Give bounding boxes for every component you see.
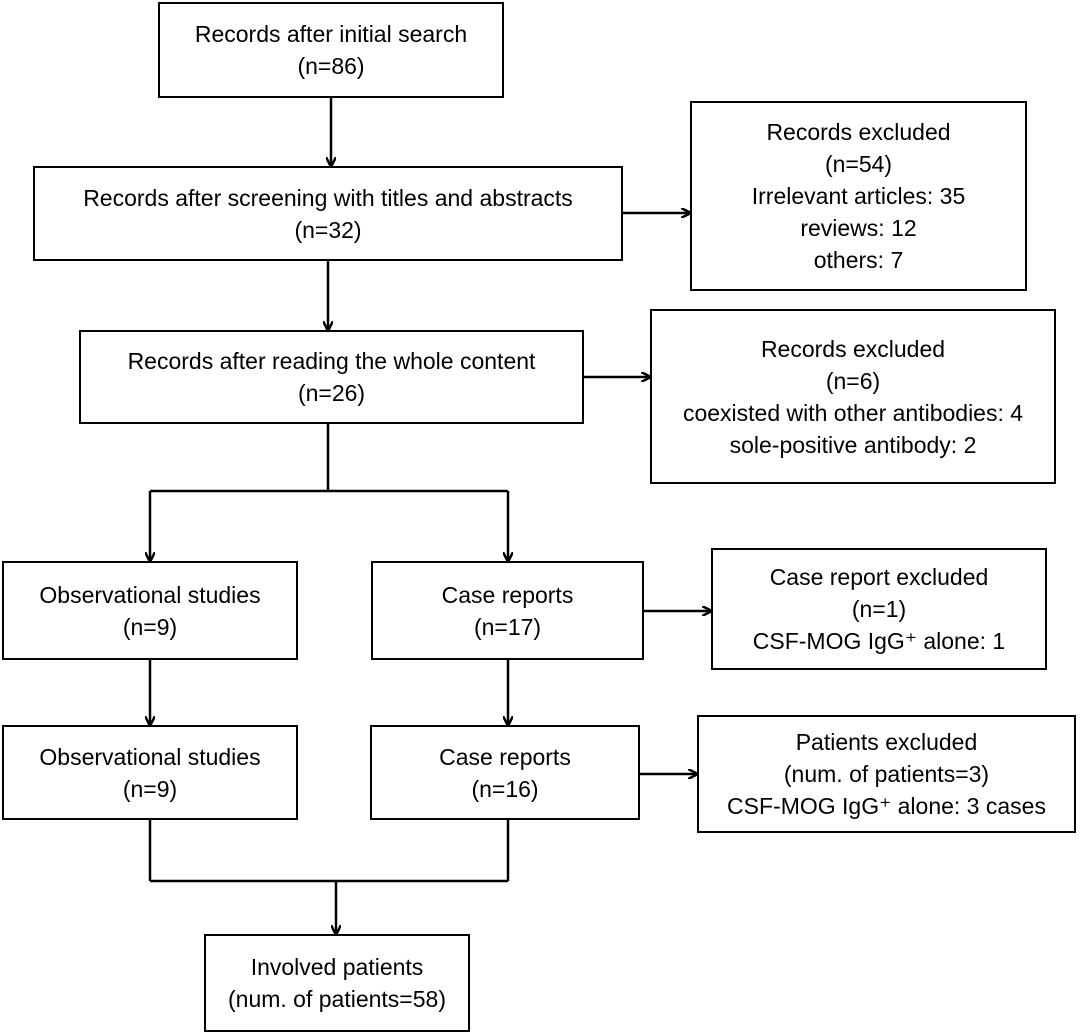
box-case-excluded-title: Case report excluded	[769, 564, 989, 590]
box-involved-patients-title: Involved patients	[250, 954, 424, 980]
box-case-reports-2-count: (n=16)	[471, 775, 539, 802]
box-patients-excluded-count: (num. of patients=3)	[783, 761, 990, 787]
box-observational-1-title: Observational studies	[39, 581, 261, 608]
box-excluded-2-count: (n=6)	[825, 367, 881, 394]
box-patients-excluded: Patients excluded (num. of patients=3) C…	[697, 715, 1076, 833]
box-observational-2: Observational studies (n=9)	[2, 725, 298, 820]
box-initial-search: Records after initial search (n=86)	[158, 2, 504, 98]
box-excluded-2: Records excluded (n=6) coexisted with ot…	[650, 309, 1056, 484]
box-excluded-1-reason-reviews: reviews: 12	[800, 215, 917, 241]
box-whole-content-count: (n=26)	[297, 380, 366, 406]
box-patients-excluded-title: Patients excluded	[795, 729, 978, 755]
box-excluded-1: Records excluded (n=54) Irrelevant artic…	[690, 101, 1027, 291]
box-initial-search-title: Records after initial search	[194, 21, 468, 47]
box-screening-count: (n=32)	[294, 216, 362, 243]
box-initial-search-count: (n=86)	[297, 53, 365, 79]
box-excluded-1-reason-others: others: 7	[813, 247, 904, 273]
box-screening: Records after screening with titles and …	[33, 166, 623, 261]
box-screening-title: Records after screening with titles and …	[83, 184, 573, 211]
box-case-excluded: Case report excluded (n=1) CSF-MOG IgG⁺ …	[711, 548, 1047, 670]
box-excluded-1-reason-irrelevant: Irrelevant articles: 35	[751, 183, 966, 209]
box-patients-excluded-reason: CSF-MOG IgG⁺ alone: 3 cases	[727, 793, 1046, 819]
box-observational-2-title: Observational studies	[39, 743, 261, 770]
box-case-reports-1-title: Case reports	[441, 581, 574, 608]
box-excluded-2-title: Records excluded	[760, 335, 946, 362]
box-case-reports-1-count: (n=17)	[473, 613, 542, 640]
box-case-reports-1: Case reports (n=17)	[371, 561, 644, 660]
box-case-excluded-reason: CSF-MOG IgG⁺ alone: 1	[752, 628, 1006, 654]
box-whole-content-title: Records after reading the whole content	[127, 348, 536, 374]
box-involved-patients-count: (num. of patients=58)	[228, 986, 446, 1012]
box-observational-1: Observational studies (n=9)	[2, 561, 298, 660]
box-excluded-1-title: Records excluded	[766, 119, 951, 145]
box-observational-1-count: (n=9)	[122, 613, 178, 640]
box-case-excluded-count: (n=1)	[851, 596, 907, 622]
box-case-reports-2: Case reports (n=16)	[370, 725, 640, 820]
box-whole-content: Records after reading the whole content …	[79, 330, 584, 424]
box-excluded-1-count: (n=54)	[824, 151, 893, 177]
box-involved-patients: Involved patients (num. of patients=58)	[204, 934, 470, 1032]
box-excluded-2-reason-sole-positive: sole-positive antibody: 2	[729, 431, 977, 458]
box-observational-2-count: (n=9)	[122, 775, 178, 802]
box-case-reports-2-title: Case reports	[439, 743, 571, 770]
box-excluded-2-reason-coexisted: coexisted with other antibodies: 4	[682, 399, 1024, 426]
